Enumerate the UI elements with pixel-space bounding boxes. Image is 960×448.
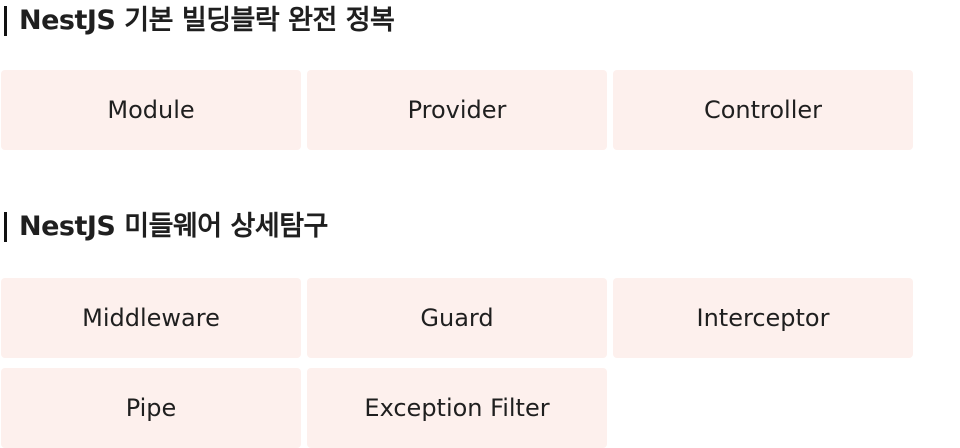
card-controller[interactable]: Controller (613, 70, 913, 150)
card-middleware[interactable]: Middleware (1, 278, 301, 358)
section-title-building-blocks: NestJS 기본 빌딩블락 완전 정복 (4, 6, 395, 36)
building-blocks-card-grid: Module Provider Controller (1, 70, 913, 150)
section-title-middleware: NestJS 미들웨어 상세탐구 (4, 212, 328, 242)
card-module[interactable]: Module (1, 70, 301, 150)
card-interceptor[interactable]: Interceptor (613, 278, 913, 358)
middleware-card-grid: Middleware Guard Interceptor Pipe Except… (1, 278, 913, 448)
card-provider[interactable]: Provider (307, 70, 607, 150)
card-guard[interactable]: Guard (307, 278, 607, 358)
card-pipe[interactable]: Pipe (1, 368, 301, 448)
card-exception-filter[interactable]: Exception Filter (307, 368, 607, 448)
